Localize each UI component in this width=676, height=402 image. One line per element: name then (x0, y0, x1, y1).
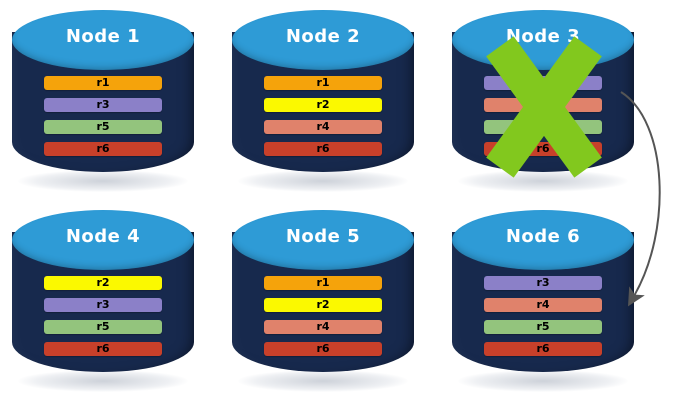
record-bar[interactable]: r3 (484, 76, 602, 90)
record-bar[interactable]: r5 (44, 320, 162, 334)
record-bar[interactable]: r3 (484, 276, 602, 290)
cylinder-shadow (458, 170, 628, 192)
record-bar[interactable]: r5 (484, 120, 602, 134)
node-5[interactable]: Node 5 r1 r2 r4 r6 (232, 210, 414, 395)
record-bar[interactable]: r1 (44, 76, 162, 90)
cylinder-shadow (18, 170, 188, 192)
record-bar[interactable]: r6 (264, 142, 382, 156)
record-bar[interactable]: r2 (264, 298, 382, 312)
record-bar[interactable]: r6 (484, 142, 602, 156)
cylinder-top (232, 210, 414, 270)
record-bar[interactable]: r6 (44, 342, 162, 356)
record-list: r1 r2 r4 r6 (264, 276, 382, 356)
record-bar[interactable]: r3 (44, 98, 162, 112)
record-bar[interactable]: r5 (44, 120, 162, 134)
record-list: r3 r4 r5 r6 (484, 276, 602, 356)
record-bar[interactable]: r6 (44, 142, 162, 156)
record-bar[interactable]: r4 (484, 98, 602, 112)
cylinder-shadow (458, 370, 628, 392)
record-bar[interactable]: r4 (264, 120, 382, 134)
record-bar[interactable]: r2 (264, 98, 382, 112)
record-bar[interactable]: r4 (484, 298, 602, 312)
record-list: r1 r3 r5 r6 (44, 76, 162, 156)
cylinder-top (232, 10, 414, 70)
record-list: r3 r4 r5 r6 (484, 76, 602, 156)
node-4[interactable]: Node 4 r2 r3 r5 r6 (12, 210, 194, 395)
node-3[interactable]: Node 3 r3 r4 r5 r6 (452, 10, 634, 195)
record-bar[interactable]: r5 (484, 320, 602, 334)
record-bar[interactable]: r4 (264, 320, 382, 334)
cylinder-shadow (18, 370, 188, 392)
record-bar[interactable]: r6 (264, 342, 382, 356)
record-bar[interactable]: r1 (264, 276, 382, 290)
record-bar[interactable]: r3 (44, 298, 162, 312)
record-bar[interactable]: r1 (264, 76, 382, 90)
node-2[interactable]: Node 2 r1 r2 r4 r6 (232, 10, 414, 195)
record-list: r2 r3 r5 r6 (44, 276, 162, 356)
record-list: r1 r2 r4 r6 (264, 76, 382, 156)
record-bar[interactable]: r6 (484, 342, 602, 356)
node-1[interactable]: Node 1 r1 r3 r5 r6 (12, 10, 194, 195)
cylinder-top (452, 10, 634, 70)
cylinder-top (452, 210, 634, 270)
cylinder-shadow (238, 170, 408, 192)
record-bar[interactable]: r2 (44, 276, 162, 290)
cylinder-top (12, 10, 194, 70)
cylinder-shadow (238, 370, 408, 392)
cylinder-top (12, 210, 194, 270)
node-6[interactable]: Node 6 r3 r4 r5 r6 (452, 210, 634, 395)
